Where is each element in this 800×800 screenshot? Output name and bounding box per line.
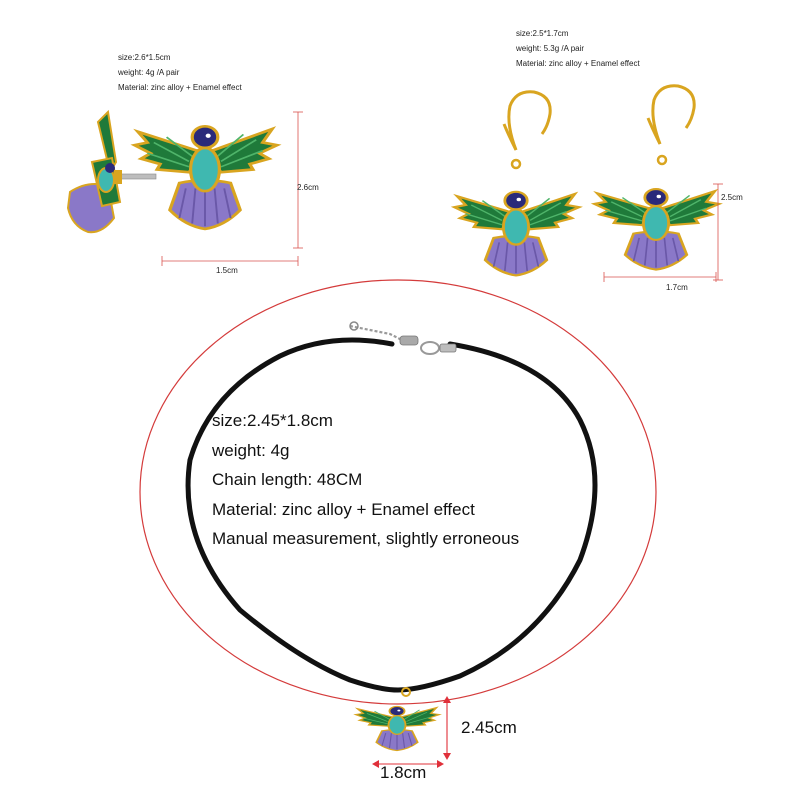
necklace-measurement-note: Manual measurement, slightly erroneous <box>212 529 520 548</box>
hooks-material: Material: zinc alloy + Enamel effect <box>516 59 640 68</box>
necklace-spec-list: size:2.45*1.8cm weight: 4g Chain length:… <box>212 406 519 554</box>
hook-earrings-image <box>440 84 730 284</box>
necklace-size: size:2.45*1.8cm <box>212 411 333 430</box>
hooks-size: size:2.5*1.7cm <box>516 29 569 38</box>
studs-height-measure <box>293 111 303 249</box>
necklace-width-label: 1.8cm <box>380 763 427 782</box>
necklace-width-measure <box>372 760 444 768</box>
necklace-height-label: 2.45cm <box>461 718 517 737</box>
hooks-width-measure <box>603 272 717 282</box>
hooks-panel: size:2.5*1.7cm weight: 5.3g /A pair Mate… <box>432 22 768 302</box>
stud-earring-side-image <box>66 109 157 234</box>
studs-width-label: 1.5cm <box>216 266 238 275</box>
necklace-weight: weight: 4g <box>212 440 290 460</box>
necklace-chain-length: Chain length: 48CM <box>212 470 363 489</box>
hooks-height-measure <box>713 183 723 281</box>
hooks-spec-list: size:2.5*1.7cm weight: 5.3g /A pair Mate… <box>516 26 640 71</box>
studs-size: size:2.6*1.5cm <box>118 53 171 62</box>
studs-spec-list: size:2.6*1.5cm weight: 4g /A pair Materi… <box>118 50 242 95</box>
studs-height-label: 2.6cm <box>297 183 319 192</box>
necklace-height-measure <box>443 696 451 760</box>
studs-weight: weight: 4g /A pair <box>118 68 180 77</box>
necklace-material: Material: zinc alloy + Enamel effect <box>212 499 475 519</box>
studs-material: Material: zinc alloy + Enamel effect <box>118 83 242 92</box>
studs-panel: size:2.6*1.5cm weight: 4g /A pair Materi… <box>30 40 330 290</box>
studs-width-measure <box>161 256 299 266</box>
hooks-weight: weight: 5.3g /A pair <box>516 44 585 53</box>
hooks-height-label: 2.5cm <box>721 193 743 202</box>
necklace-pendant-image <box>350 696 444 754</box>
hooks-width-label: 1.7cm <box>666 283 688 292</box>
